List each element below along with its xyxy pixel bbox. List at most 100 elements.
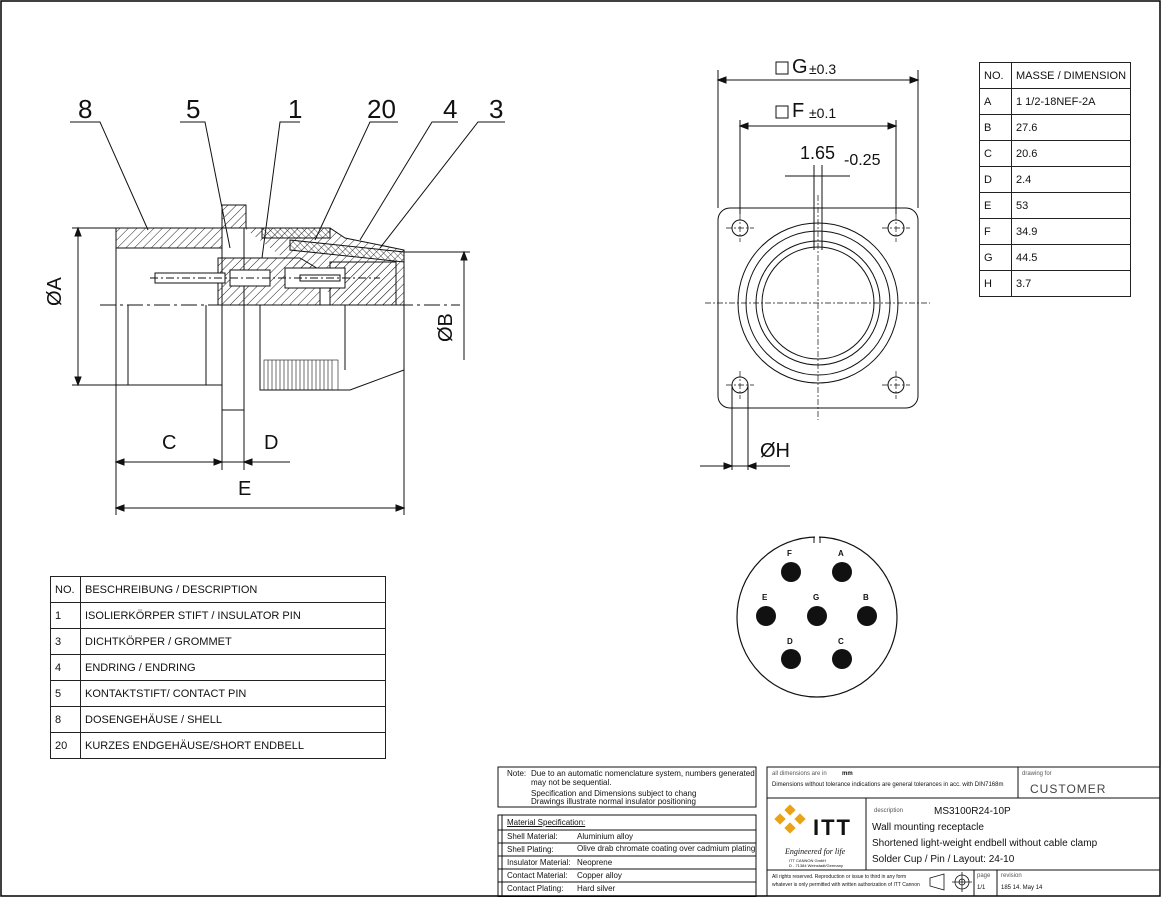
material-label-1: Shell Plating: [507,845,554,854]
notes-frame [497,766,757,897]
company-line-1: ITT CANNON GmbH [789,858,827,863]
material-label-2: Insulator Material: [507,858,571,867]
title-block-frame [766,766,1161,897]
material-title: Material Specification: [507,818,586,827]
tagline: Engineered for life [785,847,846,856]
callout-1: 1 [288,94,303,124]
material-value-4: Hard silver [577,884,616,893]
pin-c [832,649,852,669]
front-view [700,70,930,470]
revision-label: revision [1001,873,1022,879]
description-label: description [874,808,904,814]
dim-label-d: D [264,432,279,454]
knurl [263,359,339,391]
table-cell: E [979,192,1012,219]
table-cell: B [979,114,1012,141]
square-symbol-f [775,105,789,119]
note-label: Note: [507,769,527,778]
table-cell: 2.4 [1010,166,1132,193]
table-cell: 3 [50,628,81,655]
table-header-cell: MASSE / DIMENSION [1010,62,1132,89]
note-line-1: Due to an automatic nomenclature system,… [531,769,755,778]
table-cell: A [979,88,1012,115]
section-view [70,121,505,515]
drawing-for-label: drawing for [1022,771,1052,777]
material-value-2: Neoprene [577,858,613,867]
table-cell: DICHTKÖRPER / GROMMET [80,628,386,655]
dim-label-f-tol: ±0.1 [809,105,837,121]
tolerance-note: Dimensions without tolerance indications… [772,782,1004,788]
pin-label-d: D [787,637,793,646]
table-cell: KURZES ENDGEHÄUSE/SHORT ENDBELL [80,732,386,759]
callout-8: 8 [78,94,93,124]
table-cell: DOSENGEHÄUSE / SHELL [80,706,386,733]
dim-label-slot: 1.65 [800,143,836,163]
table-header-cell: NO. [50,576,81,603]
material-value-1: Olive drab chromate coating over cadmium… [577,844,756,853]
material-label-4: Contact Plating: [507,884,564,893]
dim-label-g-tol: ±0.3 [809,61,837,77]
material-value-0: Aluminium alloy [577,832,634,841]
dim-label-h: ØH [760,440,790,462]
dim-label-g: G [792,56,808,78]
pin-f [781,562,801,582]
pin-label-c: C [838,637,844,646]
pin-label-g: G [813,593,820,602]
pin-g [807,606,827,626]
table-cell: 5 [50,680,81,707]
itt-logo-mark [774,804,806,834]
table-cell: 4 [50,654,81,681]
table-cell: G [979,244,1012,271]
note-line-3: Specification and Dimensions subject to … [531,789,697,798]
material-label-3: Contact Material: [507,871,568,880]
dims-unit: mm [842,771,853,777]
table-cell: 3.7 [1010,270,1132,297]
itt-logo-text: ITT [813,815,852,840]
callout-4: 4 [443,94,458,124]
table-cell: 44.5 [1010,244,1132,271]
table-header-cell: NO. [979,62,1012,89]
pin-e [756,606,776,626]
pin-d [781,649,801,669]
callout-20: 20 [367,94,396,124]
callout-3: 3 [489,94,504,124]
callout-5: 5 [186,94,201,124]
table-cell: D [979,166,1012,193]
dim-label-b: ØB [435,313,457,342]
dim-label-c: C [162,432,177,454]
material-label-0: Shell Material: [507,832,558,841]
table-cell: KONTAKTSTIFT/ CONTACT PIN [80,680,386,707]
table-cell: 27.6 [1010,114,1132,141]
dims-in-label: all dimensions are in [772,771,827,777]
table-cell: 1 [50,602,81,629]
table-header-row: NO. MASSE / DIMENSION [979,62,1132,89]
pin-label-f: F [787,549,792,558]
dim-label-slot-tol: -0.25 [844,152,881,169]
company-line-2: D - 71384 Weinstadt/Germany [789,863,843,868]
table-cell: 53 [1010,192,1132,219]
table-header-row: NO. BESCHREIBUNG / DESCRIPTION [50,576,386,603]
note-line-2: may not be sequential. [531,778,612,787]
drawing-for-value: CUSTOMER [1030,782,1107,796]
pin-layout [736,535,898,698]
part-number: MS3100R24-10P [934,806,1011,817]
table-cell: ISOLIERKÖRPER STIFT / INSULATOR PIN [80,602,386,629]
table-cell: 20.6 [1010,140,1132,167]
description-line-1: Wall mounting receptacle [872,822,984,833]
rights-line-1: All rights reserved. Reproduction or iss… [772,874,907,880]
pin-label-a: A [838,549,844,558]
